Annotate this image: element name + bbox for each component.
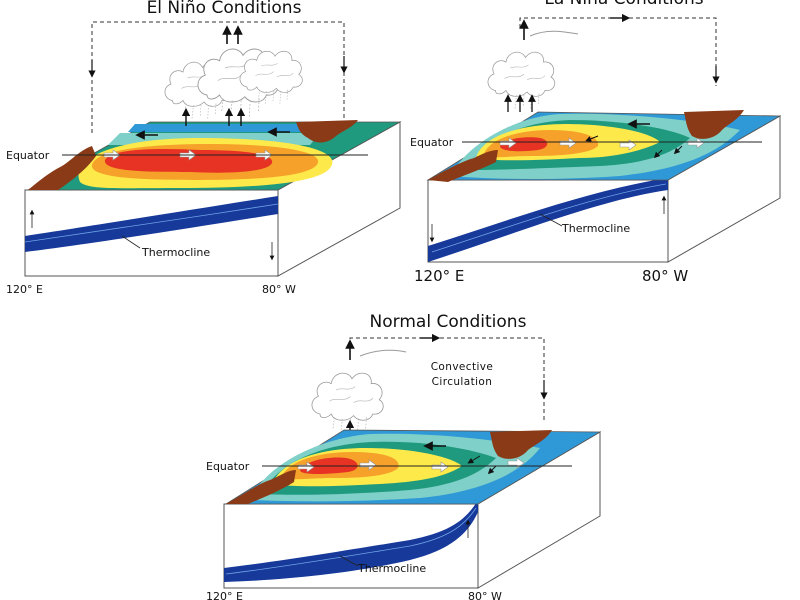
land-mass (296, 120, 358, 143)
land-mass (226, 470, 296, 504)
el-nino-thermocline-label: Thermocline (141, 246, 210, 259)
el-nino-east-label: 80° W (262, 283, 296, 296)
normal-west-label: 120° E (206, 590, 243, 600)
el-nino-equator-label: Equator (6, 149, 50, 162)
el-nino-thermocline-band (25, 196, 278, 252)
el-nino-title: El Niño Conditions (147, 0, 302, 18)
convective-label-line2: Circulation (432, 376, 493, 388)
normal-thermocline-label: Thermocline (357, 562, 426, 575)
la-nina-west-label: 120° E (414, 267, 464, 285)
normal-panel: Normal Conditions Convective Circulation… (206, 312, 602, 600)
cloud-icon (311, 372, 384, 434)
land-mass (684, 110, 744, 139)
normal-thermocline-band (224, 500, 478, 582)
el-nino-west-label: 120° E (6, 283, 43, 296)
normal-east-label: 80° W (468, 590, 502, 600)
land-mass (28, 146, 96, 190)
normal-equator-label: Equator (206, 460, 250, 473)
cloud-icon (487, 51, 556, 109)
land-mass (428, 150, 498, 182)
el-nino-panel: El Niño Conditions Thermocline (6, 0, 402, 296)
la-nina-east-label: 80° W (642, 267, 688, 285)
el-nino-circulation (91, 21, 345, 133)
la-nina-equator-label: Equator (410, 136, 454, 149)
la-nina-title: La Niña Conditions (544, 0, 703, 9)
normal-title: Normal Conditions (370, 312, 527, 332)
convective-label-line1: Convective (431, 361, 494, 373)
land-mass (490, 430, 552, 459)
la-nina-thermocline-label: Thermocline (561, 222, 630, 235)
la-nina-thermocline-band (428, 178, 668, 262)
la-nina-panel: La Niña Conditions Thermocline (410, 0, 782, 285)
